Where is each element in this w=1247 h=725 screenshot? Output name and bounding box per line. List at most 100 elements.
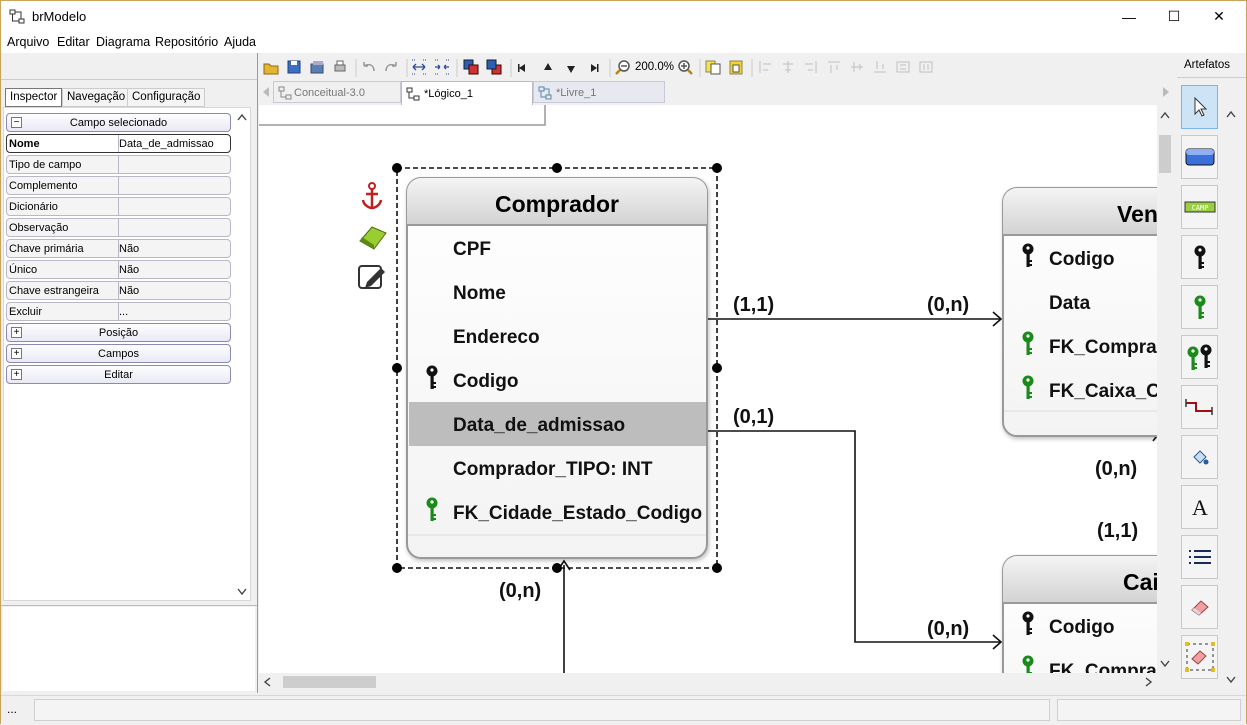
paint-tool[interactable]	[1181, 435, 1218, 479]
inspector-row[interactable]: Tipo de campo	[6, 155, 231, 174]
entity-comprador[interactable]: Comprador CPF NomeEnderecoCodigoData_de_a…	[406, 177, 708, 559]
entity-title: Comprador	[495, 191, 619, 217]
inspector-value[interactable]: Data_de_admissao	[119, 138, 214, 150]
inspector-row[interactable]: Dicionário	[6, 197, 231, 216]
status-text: ...	[7, 702, 18, 716]
splitter[interactable]	[257, 53, 258, 693]
menu-repositorio[interactable]: Repositório	[155, 35, 219, 49]
entity-field[interactable]: Data_de_admissao	[453, 415, 625, 436]
entity-field[interactable]: CPF	[453, 239, 491, 260]
group-editar[interactable]: + Editar	[6, 365, 231, 384]
edit-icon[interactable]	[358, 265, 385, 289]
maximize-icon: ☐	[1167, 8, 1181, 24]
foreign-key-tool[interactable]	[1181, 285, 1218, 329]
eraser-selection-tool[interactable]	[1181, 635, 1218, 679]
entity-field[interactable]: Codigo	[1049, 617, 1114, 638]
table-tool[interactable]	[1181, 135, 1218, 179]
diagram-icon	[278, 86, 292, 100]
eraser-tool[interactable]	[1181, 585, 1218, 629]
relationship-tool[interactable]	[1181, 385, 1218, 429]
entity-field[interactable]: Endereco	[453, 327, 540, 348]
panel-title: Artefatos	[1184, 59, 1231, 71]
cell-divider	[118, 303, 119, 320]
minimize-button[interactable]: —	[1106, 1, 1152, 32]
eraser-icon[interactable]	[359, 226, 387, 250]
maximize-button[interactable]: ☐	[1151, 1, 1197, 32]
entity-field[interactable]: FK_Cidade_Estado_Codigo	[453, 503, 702, 524]
tab-livre[interactable]: *Livre_1	[533, 81, 665, 103]
canvas-vertical-scrollbar[interactable]	[1157, 105, 1173, 673]
section-title: Campo selecionado	[69, 117, 168, 129]
menu-editar[interactable]: Editar	[57, 35, 90, 49]
canvas-horizontal-scrollbar[interactable]	[259, 673, 1157, 691]
tabs-right-arrow-icon[interactable]	[1161, 85, 1171, 99]
section-campo-selecionado[interactable]: − Campo selecionado	[6, 113, 231, 132]
inspector-key: Tipo de campo	[9, 159, 82, 171]
toolbar-icons	[263, 59, 933, 77]
cell-divider	[118, 219, 119, 236]
window-title: brModelo	[32, 9, 87, 24]
tab-inspector[interactable]: Inspector	[5, 88, 63, 107]
group-campos[interactable]: + Campos	[6, 344, 231, 363]
group-label: Editar	[104, 369, 133, 381]
cell-divider	[118, 261, 119, 278]
tabs-left-arrow-icon[interactable]	[261, 85, 271, 99]
inspector-scrollbar[interactable]	[235, 111, 249, 599]
primary-key-tool[interactable]	[1181, 235, 1218, 279]
tab-configuracao[interactable]: Configuração	[127, 88, 206, 107]
inspector-key: Dicionário	[9, 201, 58, 213]
diagram-svg[interactable]: Comprador CPFNomeEnderecoCodigoData_de_a…	[259, 105, 1157, 673]
entity-field[interactable]: Codigo	[453, 371, 518, 392]
inspector-row[interactable]: Excluir...	[6, 302, 231, 321]
inspector-row[interactable]: Complemento	[6, 176, 231, 195]
cell-divider	[118, 282, 119, 299]
entity-field[interactable]: Codigo	[1049, 249, 1114, 270]
status-bar: ...	[1, 695, 1246, 725]
cell-divider	[118, 156, 119, 173]
menu-ajuda[interactable]: Ajuda	[224, 35, 256, 49]
tab-navegacao[interactable]: Navegação	[62, 88, 131, 107]
inspector-value[interactable]: ...	[119, 306, 129, 318]
tools-scrollbar[interactable]	[1223, 109, 1239, 689]
inspector-key: Observação	[9, 222, 69, 234]
tab-logico[interactable]: *Lógico_1	[401, 81, 533, 105]
cardinality-label: (0,n)	[927, 294, 969, 316]
entity-field[interactable]: FK_Comprador	[1049, 337, 1157, 358]
selection-box[interactable]	[392, 163, 722, 573]
text-tool[interactable]: A	[1181, 485, 1218, 529]
inspector-value[interactable]: Não	[119, 243, 140, 255]
field-tool[interactable]: CAMP	[1181, 185, 1218, 229]
group-posicao[interactable]: + Posição	[6, 323, 231, 342]
tab-conceitual[interactable]: Conceitual-3.0	[273, 81, 401, 103]
composite-key-icon	[1187, 344, 1211, 370]
diagram-icon	[406, 87, 420, 101]
primary-key-icon	[1194, 245, 1205, 269]
inspector-row[interactable]: Observação	[6, 218, 231, 237]
foreign-key-icon	[1194, 295, 1205, 319]
entity-field[interactable]: Nome	[453, 283, 506, 304]
entity-field[interactable]: FK_Comprador	[1049, 661, 1157, 673]
anchor-icon[interactable]	[361, 182, 383, 210]
inspector-value[interactable]: Não	[119, 285, 140, 297]
inspector-value[interactable]: Não	[119, 264, 140, 276]
entity-field[interactable]: Comprador_TIPO: INT	[453, 459, 653, 480]
app-logo-icon	[9, 9, 25, 24]
composite-key-tool[interactable]	[1181, 335, 1218, 379]
close-button[interactable]: ✕	[1196, 1, 1242, 32]
menu-arquivo[interactable]: Arquivo	[7, 35, 50, 49]
list-tool[interactable]	[1181, 535, 1218, 579]
pointer-tool[interactable]	[1181, 85, 1218, 129]
menu-diagrama[interactable]: Diagrama	[96, 35, 151, 49]
entity-vendas[interactable]: Vendas CodigoDataFK_CompradorFK_Caixa_Co…	[1002, 187, 1157, 437]
entity-field[interactable]: Data	[1049, 293, 1091, 314]
divider	[1, 605, 257, 606]
entity-field[interactable]: FK_Caixa_Codigo	[1049, 381, 1157, 402]
table-icon	[1185, 148, 1214, 166]
